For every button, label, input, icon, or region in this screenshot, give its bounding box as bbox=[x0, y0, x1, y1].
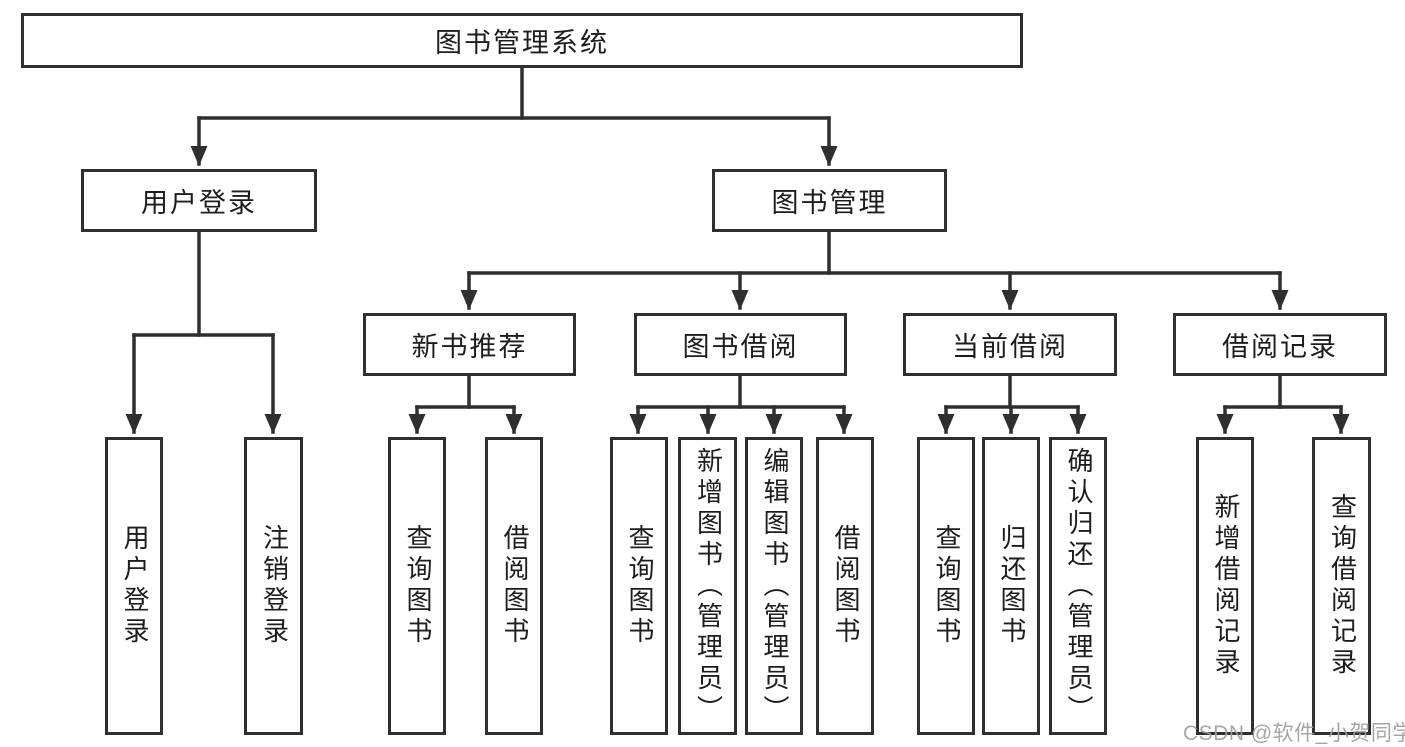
leaf-borrow-books: 借阅图书 bbox=[816, 437, 874, 735]
leaf-return-book: 归还图书 bbox=[982, 437, 1040, 735]
leaf-confirm-return-admin: 确认归还（管理员） bbox=[1049, 437, 1107, 735]
node-label: 图书管理系统 bbox=[435, 28, 609, 58]
node-label: 查询图书 bbox=[624, 524, 655, 648]
leaf-logout: 注销登录 bbox=[244, 437, 303, 735]
node-label: 图书管理 bbox=[771, 188, 888, 218]
node-borrowing-records: 借阅记录 bbox=[1173, 313, 1387, 376]
node-label: 借阅记录 bbox=[1222, 332, 1338, 362]
node-label: 新增借阅记录 bbox=[1210, 493, 1241, 679]
node-library-management-system: 图书管理系统 bbox=[21, 13, 1023, 68]
node-label: 借阅图书 bbox=[830, 524, 861, 648]
node-label: 归还图书 bbox=[996, 524, 1027, 648]
node-label: 注销登录 bbox=[259, 524, 290, 648]
node-label: 当前借阅 bbox=[952, 332, 1068, 362]
node-label: 新书推荐 bbox=[411, 332, 528, 362]
node-book-borrowing: 图书借阅 bbox=[634, 313, 847, 376]
node-new-book-recommendation: 新书推荐 bbox=[363, 313, 576, 376]
node-label: 用户登录 bbox=[119, 524, 150, 648]
leaf-add-borrow-record: 新增借阅记录 bbox=[1196, 437, 1254, 735]
node-label: 查询图书 bbox=[931, 524, 962, 648]
node-label: 新增图书（管理员） bbox=[693, 446, 724, 726]
leaf-add-book-admin: 新增图书（管理员） bbox=[678, 437, 737, 735]
leaf-edit-book-admin: 编辑图书（管理员） bbox=[745, 437, 803, 735]
node-label: 查询借阅记录 bbox=[1327, 493, 1358, 679]
node-label: 确认归还（管理员） bbox=[1063, 446, 1094, 726]
node-label: 编辑图书（管理员） bbox=[759, 446, 790, 726]
node-book-management: 图书管理 bbox=[712, 169, 947, 232]
leaf-query-books-recommend: 查询图书 bbox=[388, 437, 446, 735]
leaf-query-books-current: 查询图书 bbox=[917, 437, 975, 735]
leaf-user-login: 用户登录 bbox=[105, 437, 163, 735]
node-user-login: 用户登录 bbox=[81, 169, 317, 232]
node-label: 用户登录 bbox=[141, 188, 257, 218]
leaf-query-borrow-record: 查询借阅记录 bbox=[1312, 437, 1371, 735]
node-label: 查询图书 bbox=[402, 524, 433, 648]
leaf-borrow-books-recommend: 借阅图书 bbox=[485, 437, 543, 735]
node-label: 图书借阅 bbox=[682, 332, 799, 362]
node-current-borrowing: 当前借阅 bbox=[903, 313, 1117, 376]
leaf-query-books-borrow: 查询图书 bbox=[610, 437, 668, 735]
node-label: 借阅图书 bbox=[499, 524, 530, 648]
csdn-watermark: CSDN @软件_小贺同学 bbox=[1183, 722, 1405, 745]
